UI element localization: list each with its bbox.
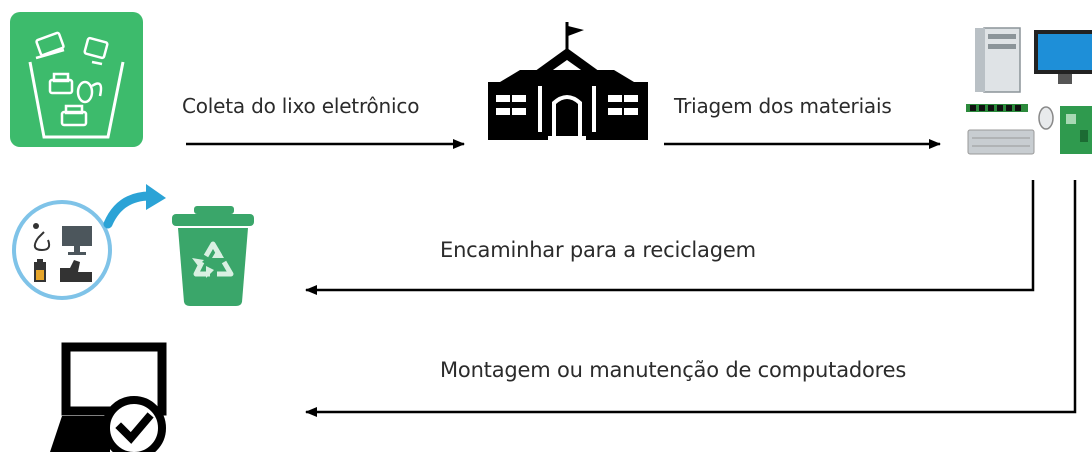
step-label-reciclagem: Encaminhar para a reciclagem bbox=[440, 238, 756, 262]
arrow-montagem bbox=[305, 180, 1077, 417]
school-building-icon bbox=[488, 22, 648, 140]
arrow-reciclagem bbox=[305, 180, 1035, 295]
laptop-check-icon bbox=[50, 342, 167, 452]
computer-components-icon bbox=[966, 27, 1092, 155]
ewaste-bin-icon bbox=[10, 12, 143, 147]
curved-arrow-icon bbox=[103, 184, 166, 229]
step-label-montagem: Montagem ou manutenção de computadores bbox=[440, 358, 907, 382]
step-label-coleta: Coleta do lixo eletrônico bbox=[182, 94, 420, 118]
electronic-devices-circle-icon bbox=[12, 200, 112, 300]
recycle-bin-icon bbox=[172, 206, 254, 306]
step-label-triagem: Triagem dos materiais bbox=[674, 94, 892, 118]
connector-lines bbox=[186, 139, 1077, 417]
